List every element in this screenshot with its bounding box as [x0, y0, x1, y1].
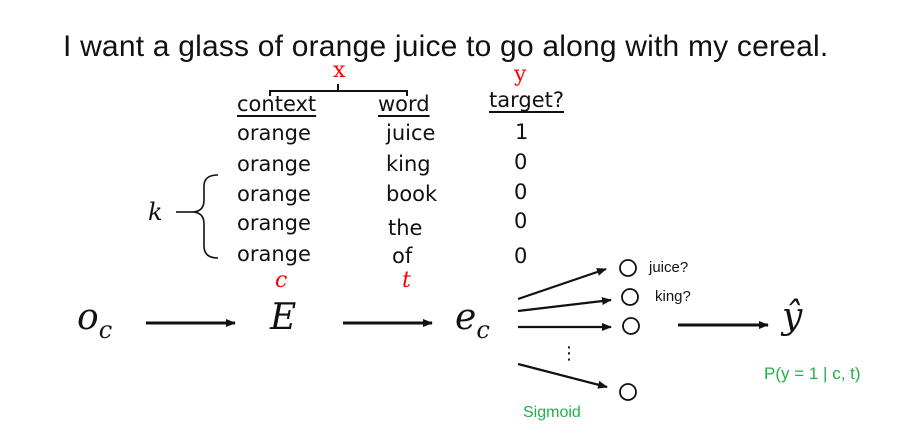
header-target: target?	[489, 88, 564, 112]
x-bracket	[269, 84, 408, 96]
c-label: c	[275, 268, 288, 293]
target-cell: 0	[514, 180, 528, 204]
embedding-matrix-E: E	[270, 297, 297, 338]
x-label: x	[333, 58, 346, 83]
target-cell: 0	[514, 209, 528, 233]
arrow-to-node-4	[517, 362, 608, 389]
target-cell: 1	[515, 120, 529, 144]
context-cell: orange	[237, 242, 311, 266]
word-cell: book	[386, 182, 438, 206]
y-label: y	[514, 62, 527, 87]
header-word: word	[378, 92, 430, 116]
k-label: k	[148, 198, 163, 226]
arrow-to-king-node	[517, 297, 612, 313]
node-4	[619, 383, 637, 401]
word-cell: juice	[386, 121, 436, 145]
ec-symbol: e	[455, 297, 477, 338]
context-cell: orange	[237, 121, 311, 145]
context-cell: orange	[237, 152, 311, 176]
sigmoid-label: Sigmoid	[523, 404, 581, 421]
header-context: context	[237, 92, 317, 116]
node-king	[621, 288, 639, 306]
ec-subscript: c	[476, 316, 490, 344]
word-cell: king	[386, 152, 431, 176]
word-cell: of	[392, 244, 413, 268]
target-cell: 0	[514, 244, 528, 268]
k-brace	[191, 174, 219, 259]
node-juice	[619, 259, 637, 277]
node-label-juice: juice?	[649, 259, 689, 276]
oc-symbol: o	[77, 297, 99, 338]
one-hot-oc: oc	[77, 297, 112, 344]
embedding-ec: ec	[455, 297, 490, 344]
target-cell: 0	[514, 150, 528, 174]
ellipsis-icon: ⋮	[560, 343, 578, 364]
node-3	[622, 317, 640, 335]
t-label: t	[402, 268, 411, 293]
y-hat: ŷ	[782, 296, 803, 337]
oc-subscript: c	[98, 316, 113, 344]
example-sentence: I want a glass of orange juice to go alo…	[63, 30, 829, 63]
context-cell: orange	[237, 182, 311, 206]
node-label-king: king?	[655, 288, 691, 305]
probability-label: P(y = 1 | c, t)	[764, 364, 861, 383]
context-cell: orange	[237, 211, 311, 235]
arrow-to-juice-node	[517, 267, 607, 301]
word-cell: the	[388, 216, 423, 240]
